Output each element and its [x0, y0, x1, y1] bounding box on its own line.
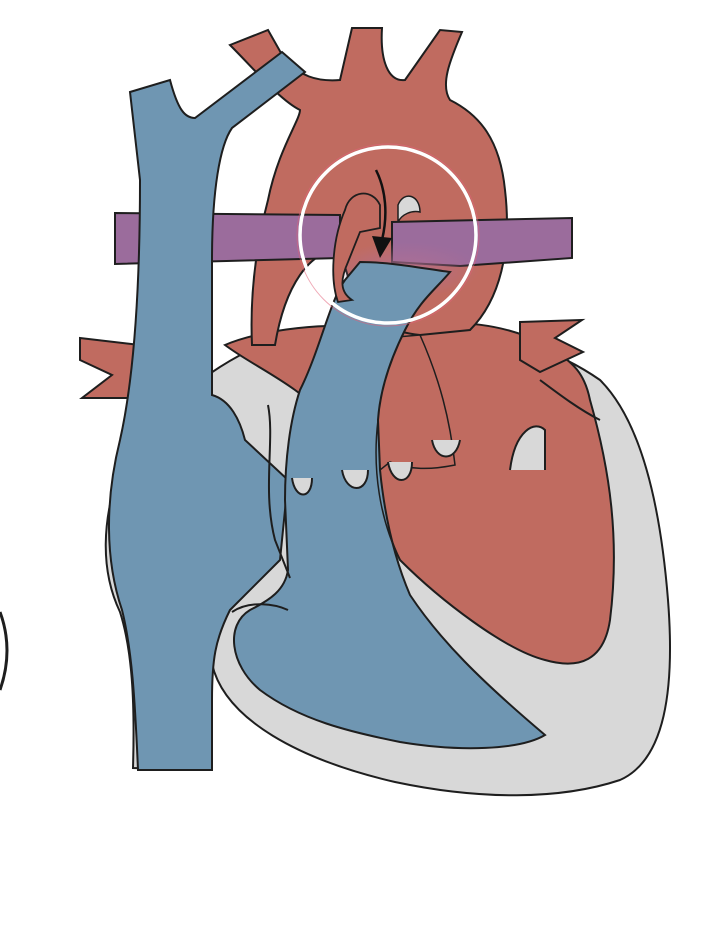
aortic-valve-cusp-1 — [387, 461, 413, 481]
magnifier-ring-icon — [298, 145, 478, 325]
papillary-muscle — [539, 379, 601, 421]
ductus-arteriosus — [332, 192, 381, 303]
shunt-flow-arrowhead — [372, 236, 392, 258]
left-edge-fragment — [0, 611, 9, 691]
mitral-leaflet — [509, 425, 546, 471]
aortic-valve-cusp-2 — [431, 439, 461, 458]
ductus-arteriosus-opening — [397, 195, 421, 223]
tricuspid-leaflet — [231, 603, 289, 613]
ventricular-septum — [375, 419, 401, 561]
vena-cava — [108, 50, 307, 771]
atrial-septum — [267, 404, 291, 579]
pulmonary-valve-cusp-1 — [291, 477, 313, 496]
shunt-flow-arrow-icon — [374, 169, 387, 241]
right-ventricle — [233, 260, 547, 750]
pulmonary-valve-cusp-2 — [341, 469, 369, 489]
pulmonary-vein-right — [519, 318, 586, 374]
magnifier-ring-shadow — [296, 143, 480, 327]
